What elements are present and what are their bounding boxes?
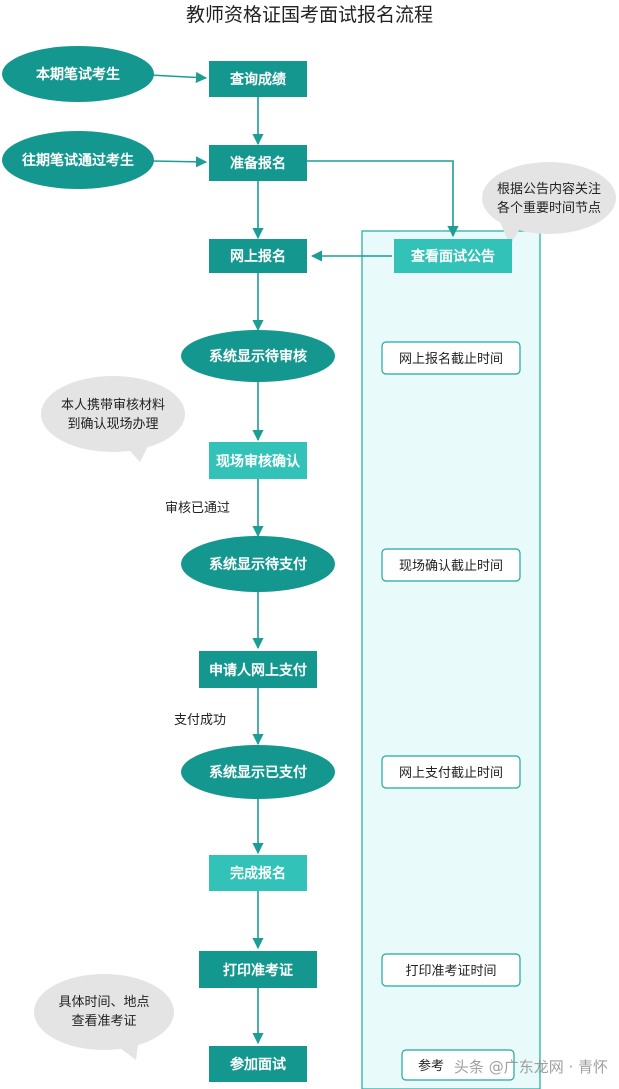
notice-view-label: 查看面试公告 [411,248,495,265]
notice-last-box-label: 参考 [418,1058,444,1074]
step-pending-review-label: 系统显示待审核 [209,348,307,365]
entry-past-candidates-label: 往期笔试通过考生 [22,152,134,169]
diagram-title-wrap: 教师资格证国考面试报名流程 [0,0,619,27]
step-onsite-confirm: 现场审核确认 [209,442,307,479]
step-prepare-label: 准备报名 [230,155,286,172]
notice-view: 查看面试公告 [394,239,512,273]
notice-deadline-payment-label: 网上支付截止时间 [399,766,503,781]
step-complete-label: 完成报名 [230,865,286,882]
arrow-prepare-to-notice [307,160,459,238]
bubble-material-tip-line1: 本人携带审核材料 [61,397,165,413]
watermark: 头条 @广东龙网 · 青怀 [454,1058,608,1076]
notice-print-time-label: 打印准考证时间 [405,964,496,979]
notice-print-time: 打印准考证时间 [381,953,521,987]
bubble-notice-tip-line2: 各个重要时间节点 [497,200,601,216]
step-onsite-confirm-label: 现场审核确认 [216,453,301,470]
notice-deadline-online: 网上报名截止时间 [381,341,521,375]
bubble-exam-tip-line2: 查看准考证 [71,1013,136,1029]
edge-label-payment-success: 支付成功 [174,713,226,728]
notice-deadline-payment: 网上支付截止时间 [381,755,521,789]
step-pending-payment: 系统显示待支付 [181,536,335,592]
step-complete: 完成报名 [209,855,307,891]
step-print-ticket: 打印准考证 [199,951,317,988]
notice-deadline-confirm: 现场确认截止时间 [381,548,521,582]
step-paid: 系统显示已支付 [181,745,335,799]
step-pending-payment-label: 系统显示待支付 [209,556,307,573]
connectors [149,71,459,1045]
diagram-title: 教师资格证国考面试报名流程 [185,4,433,26]
arrow-current-to-check [149,71,208,84]
step-attend: 参加面试 [209,1046,307,1082]
entry-current-candidates: 本期笔试考生 [2,46,154,102]
bubble-exam-tip-line1: 具体时间、地点 [58,995,149,1010]
entry-current-candidates-label: 本期笔试考生 [36,66,120,83]
bubble-exam-tip: 具体时间、地点 查看准考证 [34,974,174,1060]
step-check-scores: 查询成绩 [209,61,307,97]
edge-label-review-passed: 审核已通过 [165,501,230,516]
bubble-notice-tip-line1: 根据公告内容关注 [497,181,601,197]
step-check-scores-label: 查询成绩 [230,71,286,88]
entry-past-candidates: 往期笔试通过考生 [2,131,154,189]
step-attend-label: 参加面试 [230,1056,286,1073]
step-print-ticket-label: 打印准考证 [223,962,293,979]
step-online-registration-label: 网上报名 [230,248,286,265]
arrow-past-to-prepare [151,156,208,168]
bubble-material-tip-line2: 到确认现场办理 [67,417,158,432]
step-online-registration: 网上报名 [209,239,307,273]
step-pending-review: 系统显示待审核 [181,330,335,382]
notice-last-box: 参考 [401,1049,515,1081]
step-paid-label: 系统显示已支付 [209,764,307,781]
step-applicant-pay-label: 申请人网上支付 [209,662,307,679]
notice-deadline-confirm-label: 现场确认截止时间 [399,559,503,574]
bubble-material-tip: 本人携带审核材料 到确认现场办理 [41,376,185,462]
step-prepare: 准备报名 [209,145,307,181]
notice-deadline-online-label: 网上报名截止时间 [399,351,503,367]
step-applicant-pay: 申请人网上支付 [199,651,317,688]
bubble-notice-tip: 根据公告内容关注 各个重要时间节点 [482,162,616,246]
